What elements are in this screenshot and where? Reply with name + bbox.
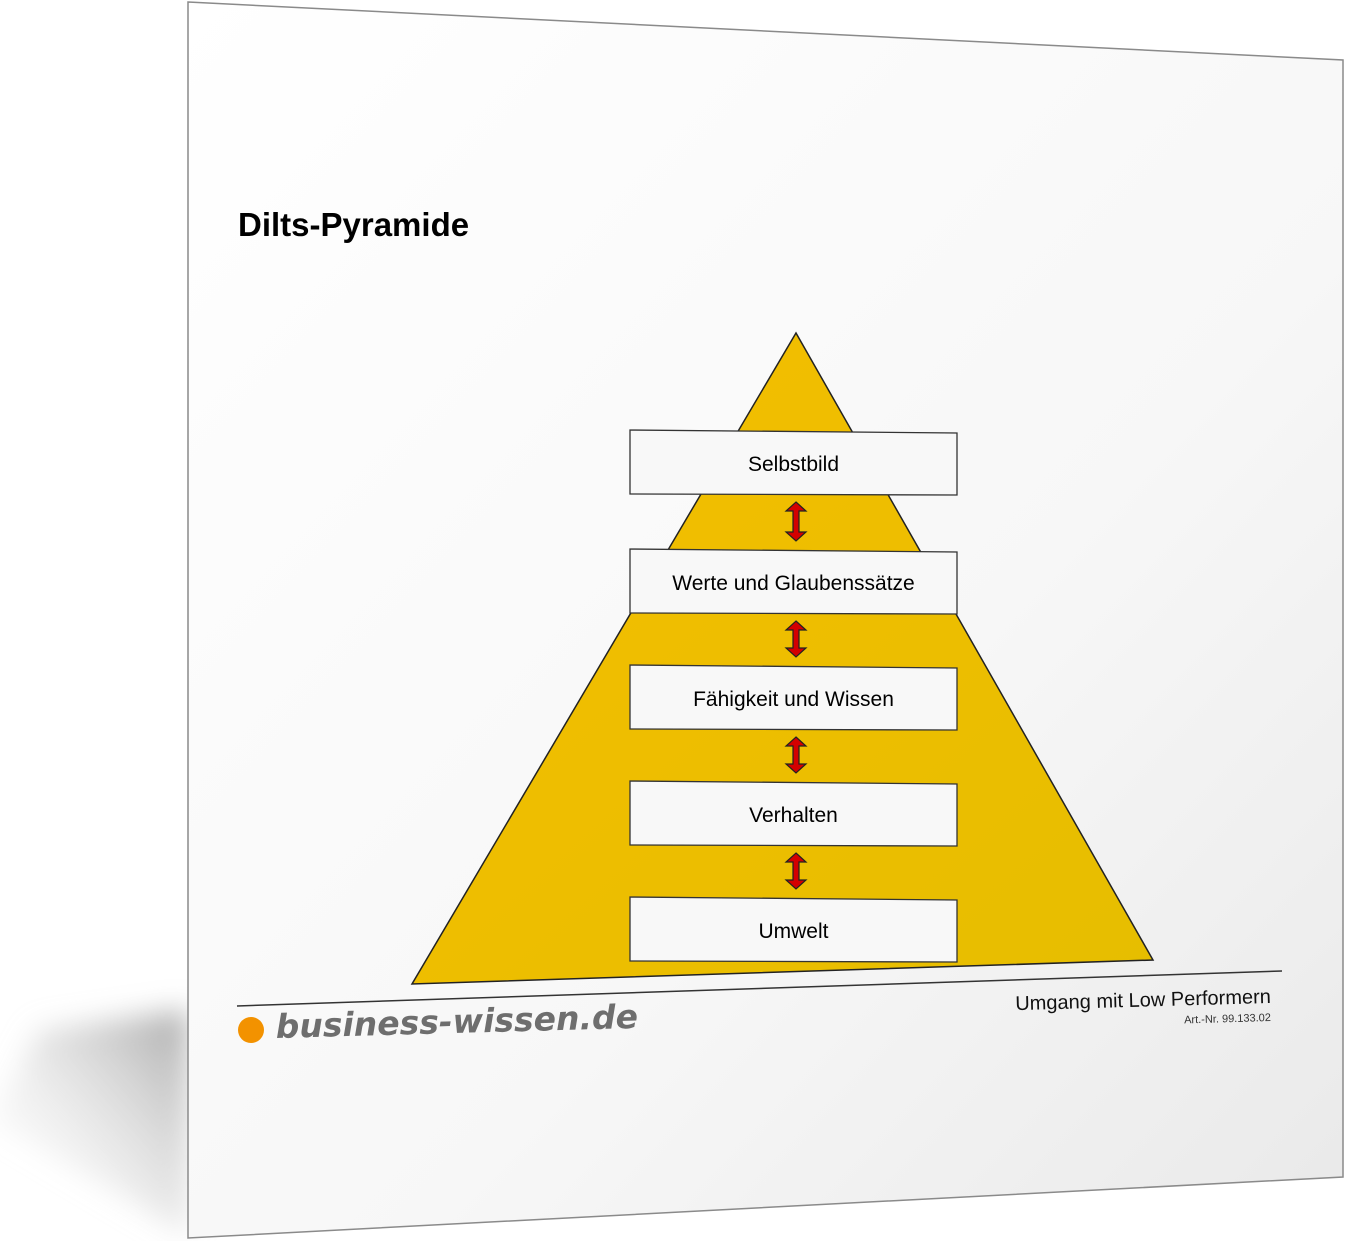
level-label: Verhalten (749, 804, 838, 827)
pyramid-level: Umwelt (629, 896, 958, 963)
pyramid-level: Fähigkeit und Wissen (629, 664, 958, 731)
double-arrow-icon (784, 852, 808, 890)
level-label: Fähigkeit und Wissen (693, 688, 894, 711)
footer-rule (236, 970, 1283, 1007)
level-box (629, 664, 958, 731)
double-arrow-icon (784, 736, 808, 774)
brand-logo-dot-icon (238, 1017, 264, 1043)
level-box (629, 780, 958, 847)
double-arrow-icon (784, 501, 808, 542)
level-label: Werte und Glaubenssätze (672, 572, 914, 595)
pyramid-level: Werte und Glaubenssätze (629, 548, 958, 615)
page-shadow (0, 1010, 188, 1235)
level-box (629, 548, 958, 615)
level-box (629, 429, 958, 496)
double-arrow-icon (784, 620, 808, 658)
pyramid-level: Selbstbild (629, 429, 958, 496)
pyramid-shape (410, 331, 1155, 985)
level-box (629, 896, 958, 963)
level-arrows (784, 501, 808, 890)
pyramid-level: Verhalten (629, 780, 958, 847)
article-number: Art.-Nr. 99.133.02 (1184, 1012, 1271, 1026)
level-label: Umwelt (758, 920, 828, 943)
level-label: Selbstbild (748, 453, 839, 476)
page-title: Dilts-Pyramide (238, 206, 469, 243)
